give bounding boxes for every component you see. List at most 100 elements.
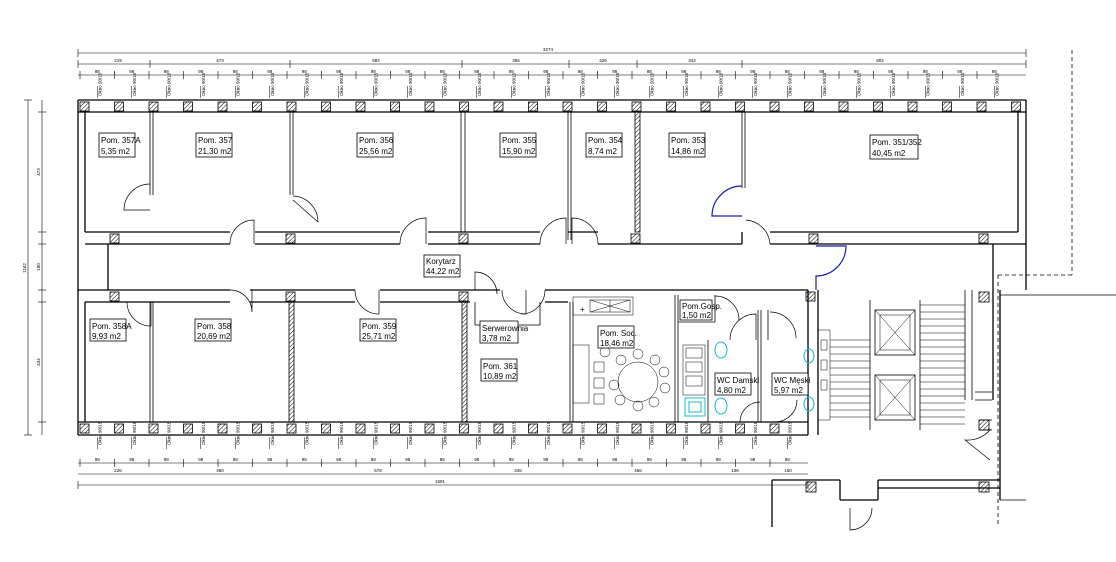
pier xyxy=(458,233,469,244)
window-type-label: Okno 90/15 xyxy=(684,72,689,96)
window-dim-label: 98 xyxy=(992,69,998,74)
svg-text:14,86 m2: 14,86 m2 xyxy=(671,147,705,156)
svg-text:Serwerownia: Serwerownia xyxy=(482,324,529,333)
room-labels: Pom. 357A 5,35 m2 Pom. 357 21,30 m2 Pom.… xyxy=(89,132,922,396)
window-type-label: Okno 90/15 xyxy=(304,72,309,96)
window-dim-label: 98 xyxy=(198,69,204,74)
window-dim-label: 98 xyxy=(440,69,446,74)
dim-bottom-seg-1: 226 xyxy=(114,468,122,473)
dim-left-seg-1: 473 xyxy=(36,168,41,176)
svg-text:Pom. 358A: Pom. 358A xyxy=(92,322,132,331)
pier xyxy=(183,423,193,434)
lower-right-area xyxy=(771,50,1116,527)
dim-top-seg-6: 342 xyxy=(688,58,696,63)
window-type-label: Okno 90/15 xyxy=(787,421,792,445)
pier xyxy=(459,101,469,112)
window-type-label: Okno 90/15 xyxy=(511,421,516,445)
pier xyxy=(390,423,400,434)
window-dim-label: 98 xyxy=(164,457,170,462)
svg-text:Pom. 357: Pom. 357 xyxy=(198,136,233,145)
window-type-label: Okno 90/15 xyxy=(373,72,378,96)
pier xyxy=(459,423,469,434)
pier xyxy=(148,423,159,434)
window-dim-label: 98 xyxy=(543,69,549,74)
svg-text:20,69 m2: 20,69 m2 xyxy=(197,332,231,341)
pier xyxy=(493,423,504,434)
pier xyxy=(493,101,504,112)
window-type-label: Okno 90/15 xyxy=(166,72,171,96)
pier xyxy=(631,101,642,112)
window-type-label: Okno 90/15 xyxy=(580,72,585,96)
room-label-357a: Pom. 357A 5,35 m2 xyxy=(98,132,141,158)
staircase-area xyxy=(830,244,1001,500)
room-label-wc-damski: WC Damski 4,80 m2 xyxy=(714,372,759,396)
pier xyxy=(1011,101,1021,112)
window-dim-label: 98 xyxy=(819,69,825,74)
window-type-label: Okno 90/15 xyxy=(235,421,240,445)
room-label-351-352: Pom. 351/352 40,45 m2 xyxy=(869,134,922,160)
svg-text:9,93 m2: 9,93 m2 xyxy=(92,332,121,341)
window-type-label: Okno 90/15 xyxy=(580,421,585,445)
svg-text:WC Męski: WC Męski xyxy=(774,376,811,385)
pier xyxy=(597,101,607,112)
window-dim-label: 98 xyxy=(95,69,101,74)
window-dim-label: 98 xyxy=(647,69,653,74)
svg-text:5,35 m2: 5,35 m2 xyxy=(101,147,130,156)
pier xyxy=(700,423,711,434)
pier xyxy=(79,423,90,434)
window-dim-label: 98 xyxy=(198,457,204,462)
window-dim-label: 98 xyxy=(854,69,860,74)
window-type-label: Okno 90/15 xyxy=(615,72,620,96)
window-dim-label: 98 xyxy=(785,69,791,74)
svg-text:Pom.Gosp.: Pom.Gosp. xyxy=(682,302,722,311)
window-dim-label: 98 xyxy=(578,457,584,462)
window-type-label: Okno 90/15 xyxy=(649,72,654,96)
svg-text:10,89 m2: 10,89 m2 xyxy=(483,372,517,381)
window-dim-label: 98 xyxy=(681,457,687,462)
dim-bottom-seg-4: 346 xyxy=(514,468,522,473)
pier xyxy=(805,291,816,302)
pier xyxy=(252,101,262,112)
window-dim-label: 98 xyxy=(405,69,411,74)
room-label-354: Pom. 354 8,74 m2 xyxy=(585,132,623,158)
window-type-label: Okno 90/15 xyxy=(97,72,102,96)
svg-text:Pom. Soc.: Pom. Soc. xyxy=(600,329,637,338)
window-dim-label: 98 xyxy=(474,457,480,462)
window-dim-label: 98 xyxy=(129,457,135,462)
door-swings xyxy=(123,183,873,531)
svg-text:WC Damski: WC Damski xyxy=(717,376,759,385)
pier xyxy=(424,423,435,434)
window-dim-label: 98 xyxy=(267,457,273,462)
dim-bottom-seg-5: 466 xyxy=(634,468,642,473)
room-label-358a: Pom. 358A 9,93 m2 xyxy=(89,318,132,342)
bottom-dimension-lines: 98 Okno 90/15 98 Okno 90/15 98 Okno 90/15 98 Ok… xyxy=(77,421,809,489)
window-type-label: Okno 90/15 xyxy=(442,72,447,96)
window-dim-label: 98 xyxy=(612,457,618,462)
room-label-361: Pom. 361 10,89 m2 xyxy=(480,358,518,382)
pier xyxy=(769,101,780,112)
pier xyxy=(978,233,989,244)
kitchen-furniture: + xyxy=(572,296,706,412)
pier xyxy=(424,101,435,112)
window-type-label: Okno 90/15 xyxy=(132,72,137,96)
pier xyxy=(79,101,90,112)
window-type-label: Okno 90/15 xyxy=(649,421,654,445)
window-type-label: Okno 90/15 xyxy=(235,72,240,96)
pier xyxy=(562,101,573,112)
window-type-label: Okno 90/15 xyxy=(925,72,930,96)
svg-text:Pom. 361: Pom. 361 xyxy=(483,362,518,371)
svg-text:21,30 m2: 21,30 m2 xyxy=(198,147,232,156)
svg-text:Pom. 351/352: Pom. 351/352 xyxy=(872,138,922,147)
svg-text:25,71 m2: 25,71 m2 xyxy=(362,332,396,341)
dim-top-seg-5: 326 xyxy=(599,58,607,63)
north-partitions xyxy=(149,111,746,240)
dim-bottom-seg-6: 106 xyxy=(731,468,739,473)
room-label-353: Pom. 353 14,86 m2 xyxy=(668,132,706,158)
window-dim-label: 98 xyxy=(750,457,756,462)
window-type-label: Okno 90/15 xyxy=(166,421,171,445)
window-type-label: Okno 90/15 xyxy=(373,421,378,445)
dim-bottom-seg-3: 578 xyxy=(374,468,382,473)
dim-bottom-seg-7: 160 xyxy=(784,468,792,473)
svg-text:Pom. 356: Pom. 356 xyxy=(359,136,394,145)
window-type-label: Okno 90/15 xyxy=(960,72,965,96)
